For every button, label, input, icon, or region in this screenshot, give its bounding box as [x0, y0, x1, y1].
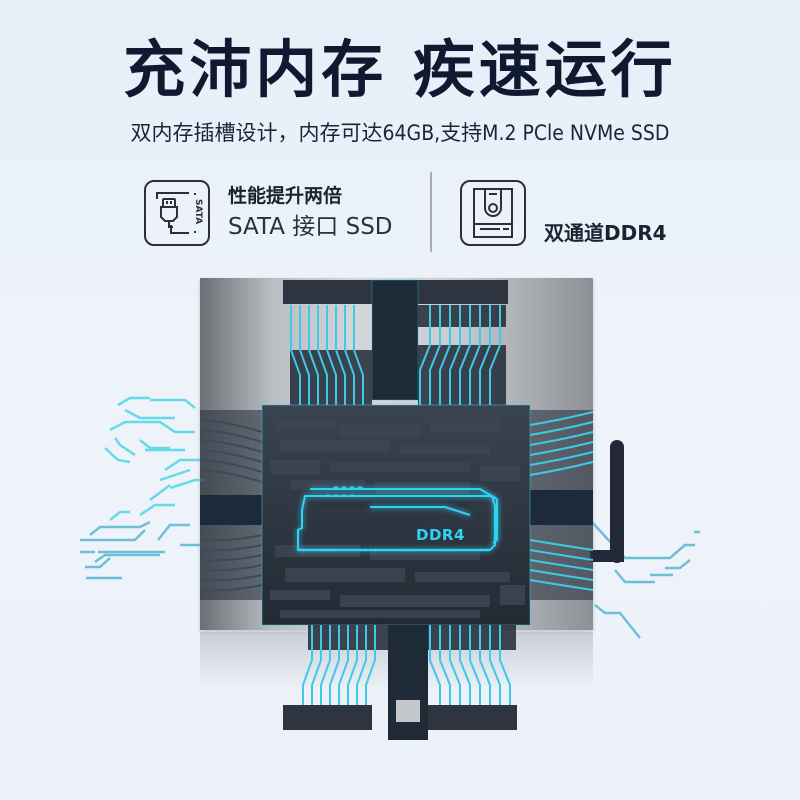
feature-sata: SATA 性能提升两倍 SATA 接口 SSD	[144, 170, 393, 255]
feature-title: 性能提升两倍	[228, 184, 343, 207]
feature-ddr4: 双通道DDR4	[460, 170, 667, 255]
headline: 充沛内存 疾速运行	[123, 33, 677, 106]
divider	[430, 172, 432, 252]
hard-drive-icon	[460, 179, 526, 246]
feature-title: 双通道DDR4	[544, 220, 667, 245]
feature-subtitle: SATA 接口 SSD	[228, 213, 393, 240]
subheadline: 双内存插槽设计，内存可达64GB,支持M.2 PCle NVMe SSD	[130, 121, 670, 145]
antenna-icon	[590, 440, 624, 563]
feature-row: SATA 性能提升两倍 SATA 接口 SSD 双通道DDR4	[140, 170, 680, 255]
sata-cable-icon: SATA	[144, 179, 210, 246]
device-body	[200, 278, 593, 630]
ddr4-chip-label: DDR4	[416, 526, 465, 544]
device-reflection	[200, 632, 593, 692]
svg-text:SATA: SATA	[193, 199, 203, 224]
